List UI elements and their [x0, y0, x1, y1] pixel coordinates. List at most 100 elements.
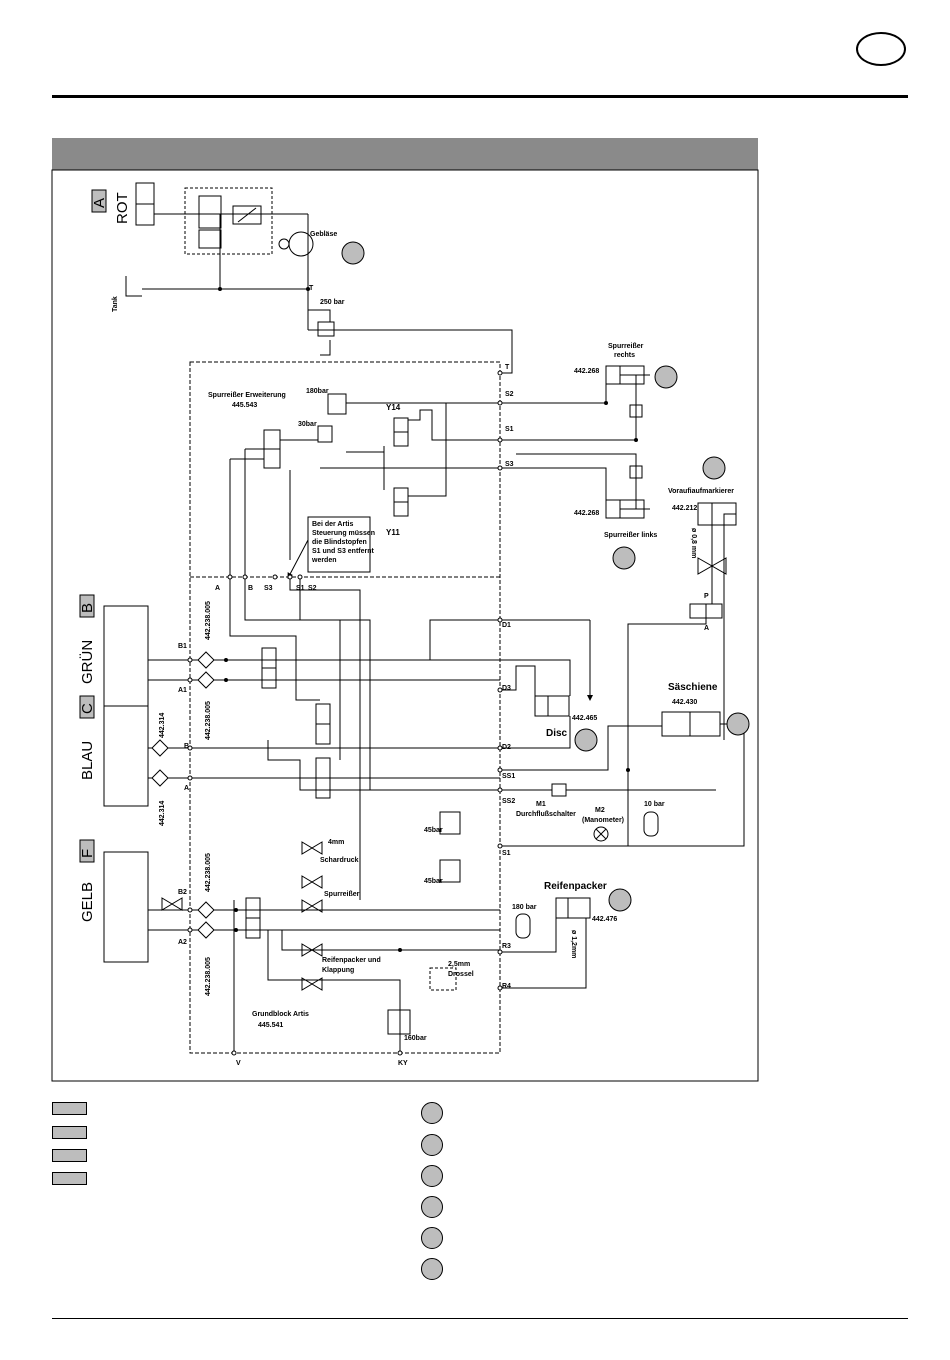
legend-circle-6	[421, 1258, 443, 1280]
callout-circle-6	[726, 712, 750, 736]
relief-160: 160bar	[387, 1009, 427, 1042]
spur-links-label: Spurreißer links	[604, 532, 657, 539]
vorauf-num: 442.212	[672, 505, 697, 512]
grundblock-num: 445.541	[258, 1022, 283, 1029]
reifenpacker-label: Reifenpacker	[544, 881, 607, 892]
port-rot-code: A	[91, 198, 108, 208]
inlet-labels: B1 A1 B A B2 A2 442.238.005 442.238.005 …	[159, 601, 212, 996]
relief-45: 45bar 45bar	[424, 811, 461, 885]
legend-circle-5	[421, 1227, 443, 1249]
saeschiene-num: 442.430	[672, 699, 697, 706]
m2-desc: (Manometer)	[582, 817, 624, 824]
port-gruen-color: GRÜN	[78, 640, 96, 684]
cyl-vorauf: Voraufiaufmarkierer 442.212 ø 0,8 mm P A	[627, 488, 737, 846]
relief-45b-label: 45bar	[424, 878, 443, 885]
port-nodes	[187, 370, 503, 1056]
vorauf-p: P	[704, 593, 709, 600]
bar180b-label: 180 bar	[512, 904, 537, 911]
top-rule	[52, 95, 908, 98]
inlet-a2: A2	[178, 939, 187, 946]
lower-block-lines	[148, 577, 500, 1053]
callout-circle-3	[612, 546, 636, 570]
valve-y14-label: Y14	[386, 403, 401, 412]
check-valves	[245, 647, 331, 939]
blower-label: Gebläse	[310, 231, 337, 238]
inlet-b: B	[184, 743, 189, 750]
rp-klapp-l2: Klappung	[322, 967, 354, 974]
inlet-a: A	[184, 785, 189, 792]
drossel-l1: 2,5mm	[448, 961, 470, 968]
port-rot-color: ROT	[114, 192, 131, 224]
disc-num: 442.465	[572, 715, 597, 722]
tank-label: Tank	[112, 296, 119, 312]
filters	[151, 651, 215, 939]
port-v: V	[236, 1060, 241, 1067]
row-b: B	[248, 585, 253, 592]
spur-erw-num: 445.543	[232, 402, 257, 409]
note-line-3: die Blindstopfen	[312, 539, 367, 546]
grundblock-label: Grundblock Artis	[252, 1011, 309, 1018]
port-s3: S3	[505, 461, 514, 468]
diagram-frame	[51, 169, 759, 1082]
port-d1: D1	[502, 622, 511, 629]
grundblock-outline	[189, 361, 501, 1054]
port-gelb: F GELB	[79, 839, 149, 963]
callout-circle-1	[341, 241, 365, 265]
relief-45a-label: 45bar	[424, 827, 443, 834]
port-rot: A ROT	[91, 182, 155, 226]
note-box: Bei der Artis Steuerung müssen die Blind…	[287, 516, 375, 579]
port-blau: C BLAU	[79, 695, 149, 807]
callout-circle-7	[608, 888, 632, 912]
row-s2: S2	[308, 585, 317, 592]
rp-klapp-l1: Reifenpacker und	[322, 957, 381, 964]
junction-dots	[218, 287, 638, 952]
note-line-1: Bei der Artis	[312, 521, 353, 528]
port-gelb-color: GELB	[79, 882, 96, 922]
title-bar	[52, 138, 758, 170]
port-r4: R4	[502, 983, 511, 990]
legend-circle-2	[421, 1134, 443, 1156]
legend-box-3	[52, 1149, 87, 1162]
m1-label: M1	[536, 801, 546, 808]
callout-circle-4	[702, 456, 726, 480]
blower-motor: Gebläse	[278, 231, 337, 257]
port-blau-code: C	[79, 703, 96, 714]
sensors: M1 Durchflußschalter M2 (Manometer) 10 b…	[500, 783, 716, 842]
disc-label: Disc	[546, 728, 568, 739]
saeschiene-label: Säschiene	[668, 682, 718, 693]
port-ss2: SS2	[502, 798, 515, 805]
vorauf-label: Voraufiaufmarkierer	[668, 488, 734, 495]
vorauf-a: A	[704, 625, 709, 632]
inlet-b2: B2	[178, 889, 187, 896]
legend-box-1	[52, 1102, 87, 1115]
note-line-2: Steuerung müssen	[312, 530, 375, 537]
pressure-unit	[184, 187, 273, 255]
schar-size: 4mm	[328, 839, 344, 846]
spur-rechts-num: 442.268	[574, 368, 599, 375]
legend-circle-3	[421, 1165, 443, 1187]
legend-box-2	[52, 1126, 87, 1139]
callout-circle-2	[654, 365, 678, 389]
relief-250-label: 250 bar	[320, 299, 345, 306]
m2-label: M2	[595, 807, 605, 814]
cyl-spur-rechts: Spurreißer rechts 442.268	[574, 343, 650, 385]
spurreisser-label: Spurreißer	[324, 891, 360, 898]
relief-180a-label: 180bar	[306, 388, 329, 395]
row-s3: S3	[264, 585, 273, 592]
bottom-rule	[52, 1318, 908, 1319]
port-t-top: T	[309, 285, 314, 292]
valve-y11-label: Y11	[386, 528, 400, 537]
orifice12-label: ø 1,2mm	[570, 930, 577, 958]
relief-160-label: 160bar	[404, 1035, 427, 1042]
m1-desc: Durchflußschalter	[516, 811, 576, 818]
port-gelb-code: F	[79, 849, 96, 858]
relief-250	[317, 321, 335, 337]
legend-box-4	[52, 1172, 87, 1185]
port-ky: KY	[398, 1060, 408, 1067]
vorauf-orifice: ø 0,8 mm	[690, 528, 697, 558]
spur-erw-valves	[229, 393, 500, 577]
note-line-4: S1 und S3 entfernt	[312, 548, 375, 555]
legend-circle-4	[421, 1196, 443, 1218]
spur-erw-title: Spurreißer Erweiterung	[208, 392, 286, 399]
note-line-5: werden	[311, 557, 337, 564]
